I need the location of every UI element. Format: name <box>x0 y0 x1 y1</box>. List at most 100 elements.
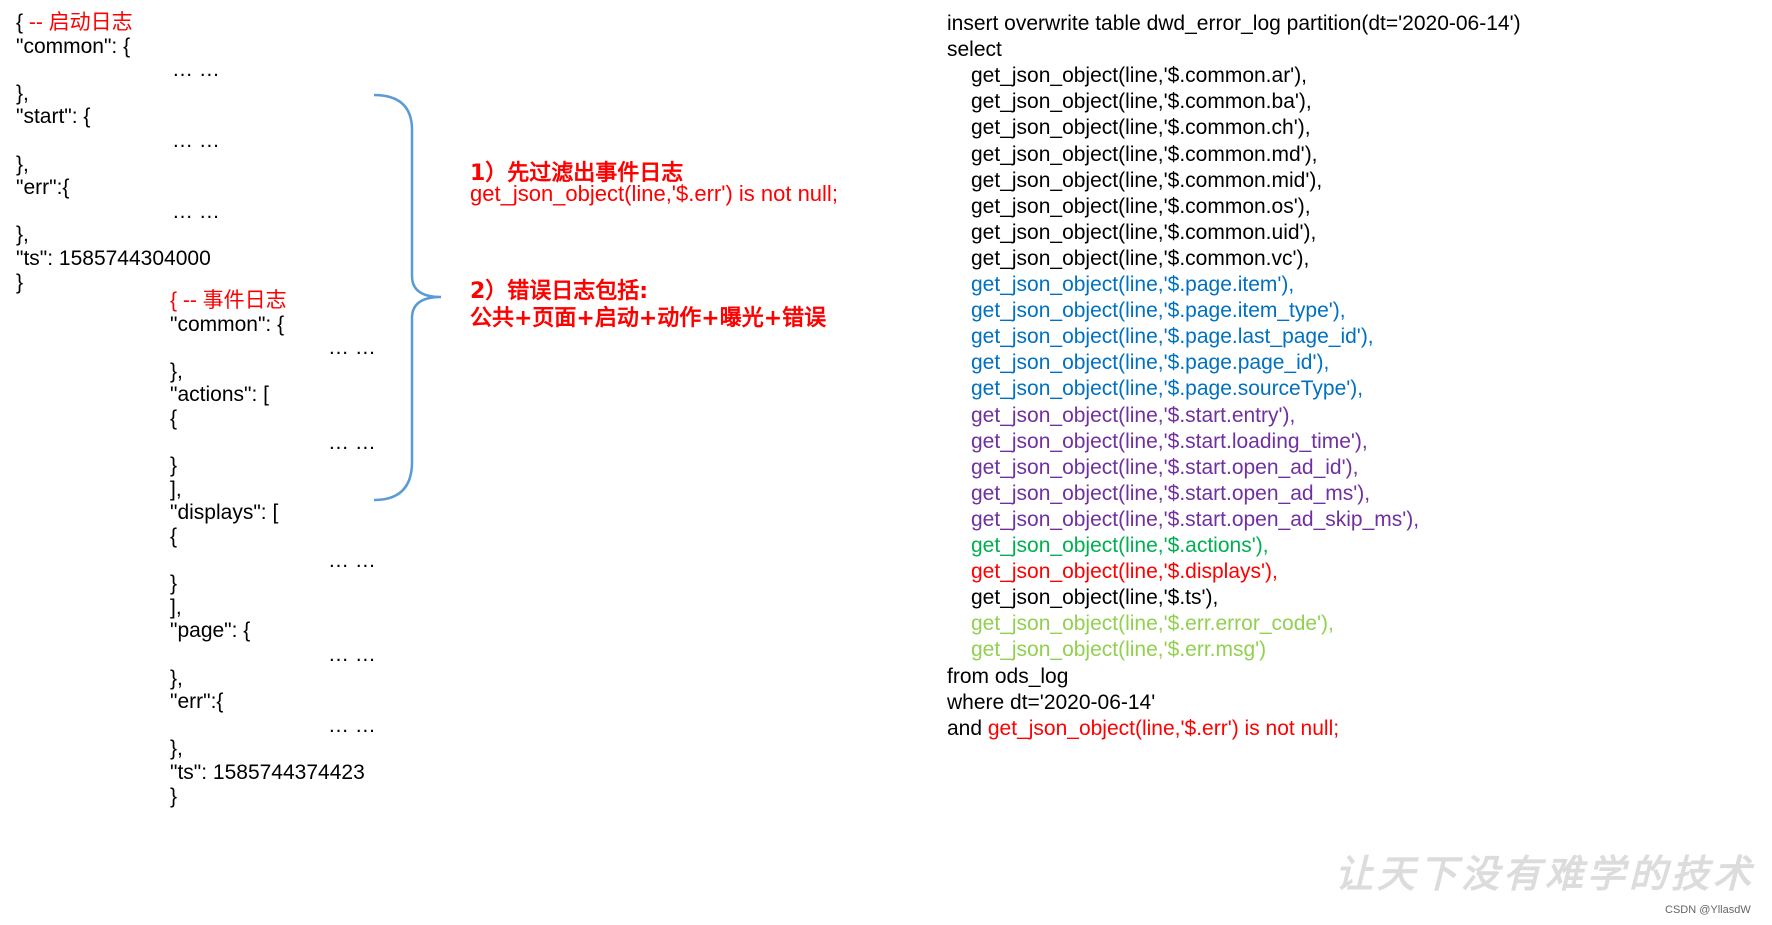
sql-line: select <box>947 39 1002 60</box>
event-log-line: }, <box>170 668 183 689</box>
sql-line: get_json_object(line,'$.common.ar'), <box>971 65 1307 86</box>
sql-line: and get_json_object(line,'$.err') is not… <box>947 718 1339 739</box>
sql-line: get_json_object(line,'$.start.open_ad_sk… <box>971 509 1419 530</box>
sql-line-text: select <box>947 38 1002 62</box>
event-log-line: }, <box>170 361 183 382</box>
startup-log-line: "err":{ <box>16 177 69 198</box>
startup-log-line-text: { <box>16 11 24 34</box>
startup-log-line: "start": { <box>16 106 90 127</box>
event-log-line-text: }, <box>170 737 183 761</box>
sql-line: get_json_object(line,'$.page.sourceType'… <box>971 378 1363 399</box>
startup-log-line: }, <box>16 154 29 175</box>
step1-title: 1）先过滤出事件日志 <box>470 161 684 186</box>
sql-line: get_json_object(line,'$.common.os'), <box>971 196 1311 217</box>
sql-line: get_json_object(line,'$.page.page_id'), <box>971 352 1329 373</box>
event-log-line-text: "displays": [ <box>170 501 279 525</box>
event-log-line-text: "ts": 1585744374423 <box>170 761 365 784</box>
startup-log-line-text: } <box>16 270 24 294</box>
sql-line-text: get_json_object(line,'$.page.last_page_i… <box>971 325 1374 349</box>
sql-line: get_json_object(line,'$.displays'), <box>971 561 1278 582</box>
sql-line-text: get_json_object(line,'$.page.item'), <box>971 273 1295 296</box>
sql-line-text: get_json_object(line,'$.page.page_id'), <box>971 351 1330 375</box>
sql-line-text: get_json_object(line,'$.ts'), <box>971 586 1219 610</box>
sql-line: get_json_object(line,'$.start.entry'), <box>971 405 1295 426</box>
startup-log-line-text: … … <box>172 199 220 223</box>
startup-log-line: }, <box>16 83 29 104</box>
event-log-line: { <box>170 526 177 547</box>
event-log-line-text: ], <box>170 477 182 501</box>
sql-line: get_json_object(line,'$.common.uid'), <box>971 222 1316 243</box>
sql-line-text: get_json_object(line,'$.common.mid'), <box>971 168 1323 192</box>
startup-log-line-text: }, <box>16 223 29 247</box>
event-log-line: "actions": [ <box>170 384 269 405</box>
sql-line-text: get_json_object(line,'$.displays'), <box>971 560 1278 584</box>
sql-line: where dt='2020-06-14' <box>947 692 1155 713</box>
sql-line-text: get_json_object(line,'$.common.ch'), <box>971 116 1311 140</box>
startup-log-line: } <box>16 272 23 293</box>
event-log-line-text: … … <box>328 713 376 737</box>
startup-log-line-text: "common": { <box>16 34 131 58</box>
sql-line: from ods_log <box>947 666 1068 687</box>
sql-line: get_json_object(line,'$.err.error_code')… <box>971 613 1334 634</box>
sql-line-text: from ods_log <box>947 664 1069 688</box>
sql-line-text: get_json_object(line,'$.common.md'), <box>971 142 1318 166</box>
event-log-line-text: … … <box>328 430 376 454</box>
sql-line-highlight: get_json_object(line,'$.err') is not nul… <box>987 716 1340 740</box>
startup-log-line: "ts": 1585744304000 <box>16 248 211 269</box>
sql-line-text: get_json_object(line,'$.actions'), <box>971 534 1269 557</box>
event-log-line-text: "page": { <box>170 619 251 643</box>
startup-log-line-text: "start": { <box>16 105 91 129</box>
sql-line: get_json_object(line,'$.page.item'), <box>971 274 1294 295</box>
step2-detail: 公共+页面+启动+动作+曝光+错误 <box>470 306 827 331</box>
event-log-line: }, <box>170 738 183 759</box>
sql-line-text: get_json_object(line,'$.page.item_type')… <box>971 299 1346 323</box>
startup-log-line: … … <box>172 130 220 151</box>
event-log-line: … … <box>328 432 376 453</box>
sql-line-text: get_json_object(line,'$.err.error_code')… <box>971 612 1334 636</box>
event-log-line-text: { <box>170 525 178 548</box>
event-log-line-text: … … <box>328 548 376 572</box>
event-log-line: ], <box>170 597 182 618</box>
sql-line: get_json_object(line,'$.common.ba'), <box>971 91 1312 112</box>
sql-line-text: and <box>947 716 988 740</box>
sql-line-text: get_json_object(line,'$.common.uid'), <box>971 220 1317 244</box>
event-log-line-text: { <box>170 407 178 430</box>
startup-log-line-text: … … <box>172 129 220 152</box>
event-log-line-text: "actions": [ <box>170 383 269 407</box>
event-log-line-text: } <box>170 572 178 596</box>
sql-line-text: get_json_object(line,'$.err.msg') <box>971 638 1267 662</box>
event-log-line-text: … … <box>328 643 376 666</box>
csdn-footer: CSDN @YllasdW <box>1665 904 1751 916</box>
startup-log-line-text: }, <box>16 152 29 176</box>
event-log-line-text: "err":{ <box>170 690 224 714</box>
event-log-line: } <box>170 455 177 476</box>
startup-log-line: … … <box>172 59 220 80</box>
event-log-line: … … <box>328 715 376 736</box>
startup-log-line: "common": { <box>16 36 130 57</box>
sql-line-text: get_json_object(line,'$.page.sourceType'… <box>971 377 1364 401</box>
sql-line-text: get_json_object(line,'$.start.open_ad_sk… <box>971 507 1420 531</box>
event-log-line: ], <box>170 479 182 500</box>
event-log-line: … … <box>328 550 376 571</box>
sql-line-text: get_json_object(line,'$.start.open_ad_id… <box>971 455 1359 479</box>
startup-log-line-text: "ts": 1585744304000 <box>16 247 211 270</box>
sql-line: get_json_object(line,'$.actions'), <box>971 535 1269 556</box>
sql-line: insert overwrite table dwd_error_log par… <box>947 13 1521 34</box>
event-log-line-text: { -- 事件日志 <box>170 289 287 312</box>
event-log-line-text: … … <box>328 336 376 360</box>
event-log-line-text: "common": { <box>170 312 285 336</box>
event-log-line: … … <box>328 337 376 358</box>
sql-line: get_json_object(line,'$.common.mid'), <box>971 170 1322 191</box>
sql-line-text: get_json_object(line,'$.common.ar'), <box>971 64 1308 88</box>
event-log-line: { -- 事件日志 <box>170 290 287 311</box>
event-log-line: "common": { <box>170 314 284 335</box>
sql-line-text: insert overwrite table dwd_error_log par… <box>947 12 1521 35</box>
startup-log-line-highlight: -- 启动日志 <box>23 11 133 34</box>
event-log-line-text: } <box>170 454 178 478</box>
sql-line: get_json_object(line,'$.ts'), <box>971 587 1218 608</box>
startup-log-line-text: … … <box>172 58 220 82</box>
step2-title: 2）错误日志包括: <box>470 279 649 304</box>
sql-line: get_json_object(line,'$.common.md'), <box>971 144 1318 165</box>
event-log-line: "err":{ <box>170 691 223 712</box>
